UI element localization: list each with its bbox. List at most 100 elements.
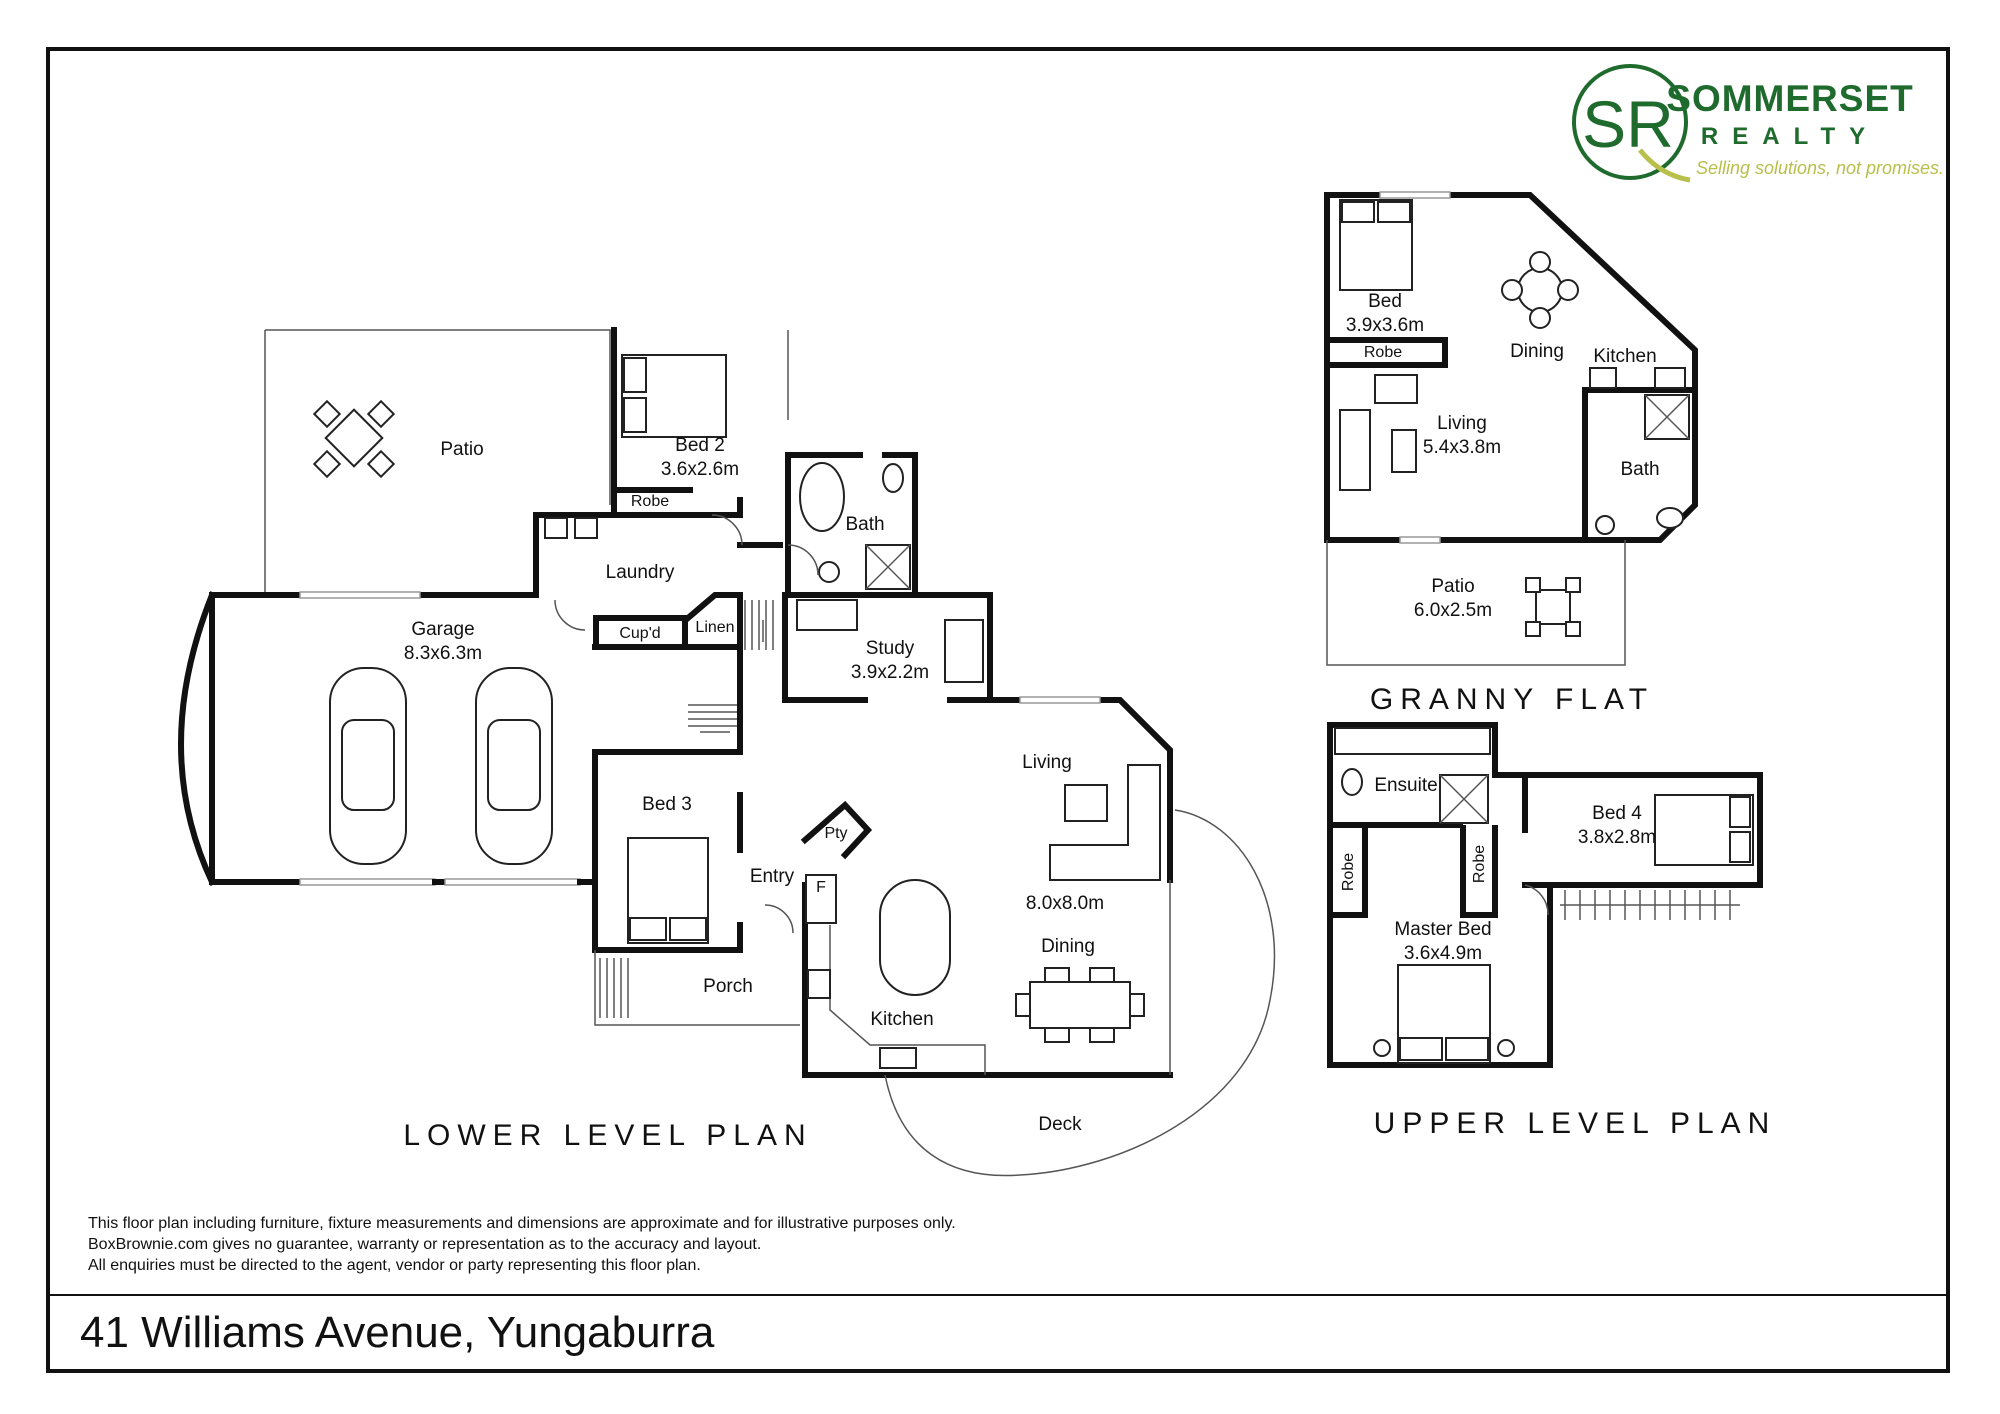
label-dining: Dining	[1041, 936, 1095, 957]
study-desk-icon	[796, 599, 858, 631]
label-pty: Pty	[824, 825, 847, 842]
sommerset-logo: SR SOMMERSET REALTY Selling solutions, n…	[1572, 64, 1944, 183]
upper-vanity-icon	[1334, 727, 1491, 755]
kitchen-island-icon	[879, 879, 951, 996]
upper-bed4-walls	[1492, 772, 1763, 888]
porch-outline	[594, 950, 800, 1026]
label-granny-living: Living	[1437, 413, 1487, 434]
label-bath: Bath	[845, 514, 884, 535]
garage-door-2	[444, 878, 581, 886]
upper-level-plan	[1327, 722, 1763, 1068]
study-left-wall	[782, 592, 868, 703]
bath-basin-icon	[818, 561, 840, 583]
deck-outline	[884, 809, 1276, 1177]
car-2-icon	[475, 667, 553, 865]
label-granny-robe: Robe	[1364, 344, 1402, 361]
stairs-garage-icon	[688, 704, 740, 733]
label-bed2-dim: 3.6x2.6m	[661, 459, 739, 480]
study-sofa-icon	[944, 619, 984, 683]
granny-patio-door	[1399, 536, 1441, 544]
brand-name: SOMMERSET	[1666, 78, 1913, 119]
label-granny-kitchen: Kitchen	[1593, 346, 1656, 367]
granny-bed-icon	[1339, 199, 1413, 291]
living-sofa-icon	[1049, 764, 1161, 881]
granny-coffee-table-icon	[1391, 429, 1417, 473]
bathtub-icon	[799, 462, 845, 532]
entry-door-swing	[764, 904, 794, 934]
living-bottom-wall	[802, 882, 1173, 1078]
property-address: 41 Williams Avenue, Yungaburra	[80, 1308, 715, 1357]
bed3-walls	[592, 749, 743, 953]
bed3-bed-icon	[627, 837, 709, 944]
patio-outline	[265, 329, 611, 505]
logo-swash-icon	[1638, 148, 1691, 183]
label-patio: Patio	[440, 439, 483, 460]
stairs-lower-icon	[744, 600, 774, 650]
car-1-icon	[329, 667, 407, 865]
logo-monogram: SR	[1582, 87, 1674, 161]
label-living-dim: 8.0x8.0m	[1026, 893, 1104, 914]
pantry-walls	[800, 800, 873, 860]
granny-sofa-icon	[1339, 409, 1371, 491]
granny-cooktop-icon	[1589, 367, 1617, 389]
garage-top-window	[299, 591, 421, 599]
logo-ring-icon	[1572, 64, 1688, 180]
bed2-door-swing	[711, 514, 743, 546]
master-door-swing	[1524, 884, 1549, 916]
label-porch: Porch	[703, 976, 753, 997]
label-granny-patio-dim: 6.0x2.5m	[1414, 600, 1492, 621]
label-granny-living-dim: 5.4x3.8m	[1423, 437, 1501, 458]
laundry-sink-icon	[574, 517, 598, 539]
upper-toilet-icon	[1341, 768, 1363, 796]
label-study-dim: 3.9x2.2m	[851, 662, 929, 683]
fridge-icon	[805, 874, 837, 924]
label-robe: Robe	[631, 493, 669, 510]
label-garage-dim: 8.3x6.3m	[404, 643, 482, 664]
upper-stairs-icon	[1560, 890, 1740, 920]
bath-toilet-icon	[882, 463, 904, 493]
granny-toilet-icon	[1656, 507, 1684, 529]
label-study: Study	[866, 638, 915, 659]
label-bed4: Bed 4	[1592, 803, 1642, 824]
granny-patio-outline	[1326, 540, 1626, 666]
bed2-bed-icon	[621, 354, 727, 438]
bath-door-swing	[787, 544, 819, 576]
disclaimer-line: All enquiries must be directed to the ag…	[88, 1257, 701, 1274]
label-living: Living	[1022, 752, 1072, 773]
granny-dining-table-icon	[1501, 251, 1579, 329]
label-robe-left: Robe	[1340, 853, 1357, 891]
label-ensuite: Ensuite	[1374, 775, 1437, 796]
living-top-window	[1019, 696, 1101, 704]
granny-basin-icon	[1595, 515, 1615, 535]
label-granny-patio: Patio	[1431, 576, 1474, 597]
label-fridge: F	[816, 879, 826, 896]
garage-curved-wall	[178, 591, 216, 886]
cooktop-icon	[807, 969, 831, 999]
laundry-door-swing	[554, 599, 586, 631]
granny-sink-icon	[1654, 367, 1686, 389]
label-bed3: Bed 3	[642, 794, 692, 815]
granny-top-window	[1379, 191, 1451, 199]
disclaimer: This floor plan including furniture, fix…	[88, 1213, 956, 1276]
kitchen-sink-icon	[879, 1047, 917, 1069]
label-kitchen: Kitchen	[870, 1009, 933, 1030]
sheet-border	[46, 47, 1950, 1373]
granny-plan-title: GRANNY FLAT	[1370, 683, 1654, 716]
brand-tagline: Selling solutions, not promises.	[1696, 158, 1944, 178]
address-divider	[46, 1294, 1950, 1296]
label-granny-bed-dim: 3.9x3.6m	[1346, 315, 1424, 336]
label-master: Master Bed	[1394, 919, 1491, 940]
granny-robe-walls	[1324, 337, 1448, 368]
upper-ensuite-walls	[1327, 722, 1498, 778]
laundry-washer-icon	[544, 517, 568, 539]
upper-robe-left-walls	[1327, 825, 1368, 918]
label-entry: Entry	[750, 866, 795, 887]
granny-flat-plan	[1324, 191, 1698, 666]
label-robe-right: Robe	[1471, 845, 1488, 883]
disclaimer-line: BoxBrownie.com gives no guarantee, warra…	[88, 1236, 762, 1253]
lower-level-plan	[178, 327, 1276, 1177]
label-bed4-dim: 3.8x2.8m	[1578, 827, 1656, 848]
label-deck: Deck	[1038, 1114, 1082, 1135]
label-garage: Garage	[411, 619, 474, 640]
